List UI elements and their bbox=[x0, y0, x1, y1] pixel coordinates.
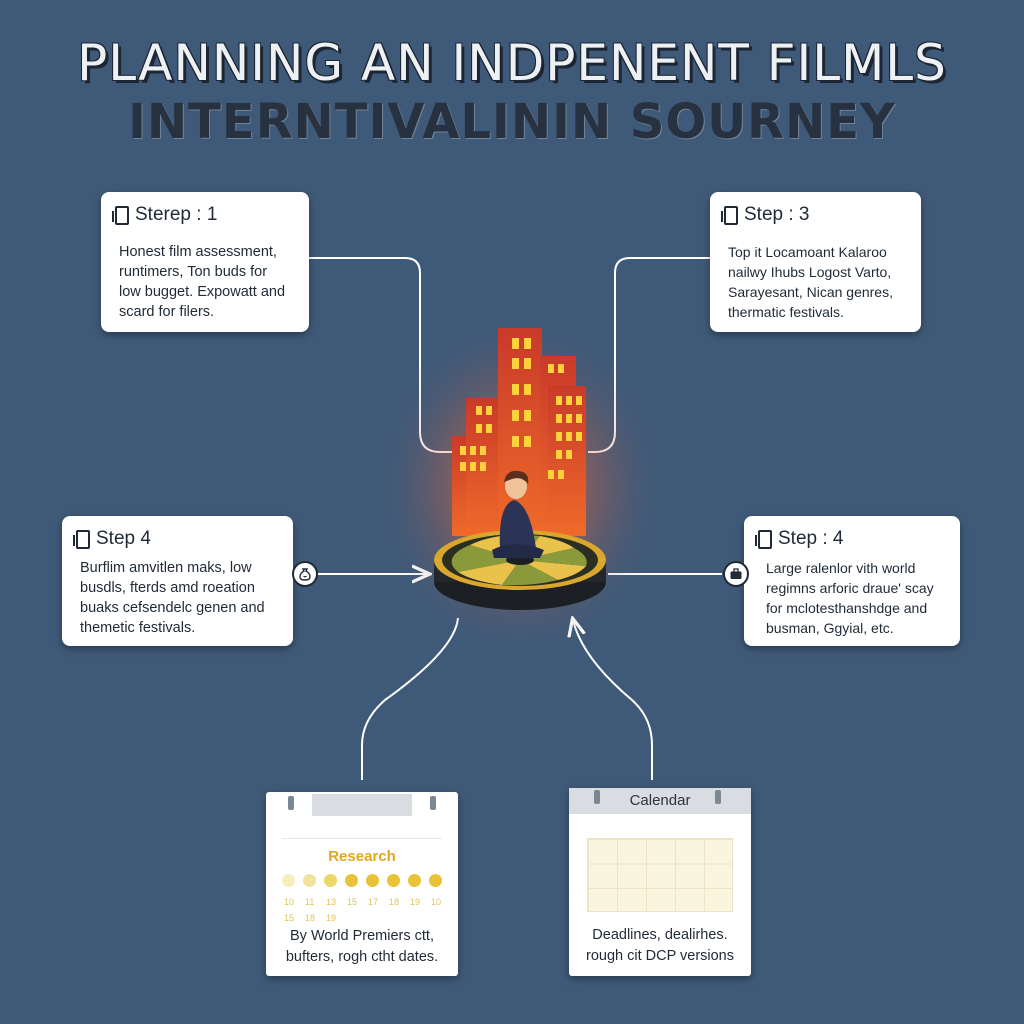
step-3-body: Top it Locamoant Kalaroo nailwy Ihubs Lo… bbox=[728, 242, 909, 322]
research-title: Research bbox=[328, 848, 396, 865]
step-4-right-card: Step : 4 Large ralenlor vith world regim… bbox=[744, 516, 960, 646]
calendar-number: 10 bbox=[431, 897, 442, 907]
calendar-ring-icon bbox=[594, 790, 600, 804]
briefcase-icon bbox=[723, 561, 749, 587]
calendar-dot bbox=[345, 874, 358, 887]
calendar-number: 15 bbox=[347, 897, 358, 907]
step-4-left-line: busdls, fterds amd roeation bbox=[80, 580, 255, 596]
title-line-1: PLANNING AN INDPENENT FILMLS bbox=[77, 34, 947, 92]
calendar-number: 10 bbox=[284, 897, 295, 907]
calendar-dot bbox=[366, 874, 379, 887]
step-3-label: Step : 3 bbox=[744, 204, 810, 225]
step-4-right-line: busman, Ggyial, etc. bbox=[766, 620, 894, 636]
step-1-body: Honest film assessment, runtimers, Ton b… bbox=[119, 242, 297, 322]
step-1-line: low bugget. Expowatt and bbox=[119, 284, 286, 300]
step-1-header: Sterep : 1 bbox=[112, 204, 218, 226]
calendar-number: 15 bbox=[284, 913, 295, 923]
step-4-right-line: Large ralenlor vith world bbox=[766, 560, 916, 576]
step-4-left-card: Step 4 Burflim amvitlen maks, low busdls… bbox=[62, 516, 293, 646]
calendar-title: Calendar bbox=[629, 792, 691, 809]
step-4-left-line: Burflim amvitlen maks, low bbox=[80, 560, 252, 576]
calendar-dot bbox=[408, 874, 421, 887]
step-1-line: runtimers, Ton buds for bbox=[119, 264, 268, 280]
step-4-left-label: Step 4 bbox=[96, 528, 151, 549]
document-icon bbox=[721, 205, 738, 225]
step-3-line: Top it Locamoant Kalaroo bbox=[728, 244, 887, 260]
calendar-number: 19 bbox=[410, 897, 421, 907]
document-icon bbox=[112, 205, 129, 225]
calendar-caption: Deadlines, dealirhes. rough cit DCP vers… bbox=[569, 925, 751, 967]
step-3-line: thermatic festivals. bbox=[728, 304, 844, 320]
calendar-ring-icon bbox=[430, 796, 436, 810]
calendar-number: 18 bbox=[305, 913, 316, 923]
connector-research bbox=[361, 617, 459, 780]
calendar-dot bbox=[387, 874, 400, 887]
calendar-number: 11 bbox=[305, 897, 315, 907]
step-4-right-line: regimns arforic draue' scay bbox=[766, 580, 934, 596]
city-buildings-illustration bbox=[452, 328, 586, 536]
calendar-number: 18 bbox=[389, 897, 400, 907]
step-4-left-header: Step 4 bbox=[73, 528, 151, 550]
step-4-left-line: themetic festivals. bbox=[80, 620, 196, 636]
step-3-header: Step : 3 bbox=[721, 204, 810, 226]
research-calendar-card: Research 10 11 13 15 17 18 19 10 15 18 1… bbox=[266, 792, 458, 976]
step-4-right-label: Step : 4 bbox=[778, 528, 844, 549]
calendar-dot bbox=[429, 874, 442, 887]
step-3-card: Step : 3 Top it Locamoant Kalaroo nailwy… bbox=[710, 192, 921, 332]
calendar-number: 13 bbox=[326, 897, 337, 907]
calendar-dot bbox=[324, 874, 337, 887]
step-1-line: scard for filers. bbox=[119, 304, 215, 320]
document-icon bbox=[755, 529, 772, 549]
calendar-ring-icon bbox=[288, 796, 294, 810]
calendar-caption-line: rough cit DCP versions bbox=[585, 948, 735, 964]
research-calendar-header bbox=[312, 794, 412, 816]
calendar-grid bbox=[587, 838, 733, 912]
research-caption-line: bufters, rogh ctht dates. bbox=[285, 949, 439, 965]
research-caption-line: By World Premiers ctt, bbox=[290, 928, 434, 944]
divider bbox=[282, 838, 442, 839]
step-3-line: nailwy Ihubs Logost Varto, bbox=[728, 264, 892, 280]
filmmaker-figure-illustration bbox=[492, 470, 544, 558]
step-4-right-line: for mclotesthanshdge and bbox=[766, 600, 928, 616]
step-4-left-line: buaks cefsendelc genen and bbox=[80, 600, 265, 616]
step-4-left-body: Burflim amvitlen maks, low busdls, fterd… bbox=[80, 558, 281, 638]
calendar-dot bbox=[303, 874, 316, 887]
step-1-line: Honest film assessment, bbox=[119, 244, 277, 260]
connector-calendar bbox=[573, 620, 653, 780]
calendar-number: 17 bbox=[368, 897, 379, 907]
calendar-number: 19 bbox=[326, 913, 337, 923]
document-icon bbox=[73, 529, 90, 549]
step-4-right-body: Large ralenlor vith world regimns arfori… bbox=[766, 558, 948, 638]
research-caption: By World Premiers ctt, bufters, rogh cth… bbox=[266, 926, 458, 968]
title-line-2: INTERNTIVALININ SOURNEY bbox=[128, 94, 896, 150]
deadlines-calendar-card: Calendar Deadlines, dealirhes. rough cit… bbox=[569, 788, 751, 976]
money-bag-icon bbox=[292, 561, 318, 587]
calendar-ring-icon bbox=[715, 790, 721, 804]
step-3-line: Sarayesant, Nican genres, bbox=[728, 284, 893, 300]
step-1-card: Sterep : 1 Honest film assessment, runti… bbox=[101, 192, 309, 332]
step-4-right-header: Step : 4 bbox=[755, 528, 844, 550]
step-1-label: Sterep : 1 bbox=[135, 204, 218, 225]
calendar-caption-line: Deadlines, dealirhes. bbox=[592, 927, 728, 943]
calendar-dot bbox=[282, 874, 295, 887]
